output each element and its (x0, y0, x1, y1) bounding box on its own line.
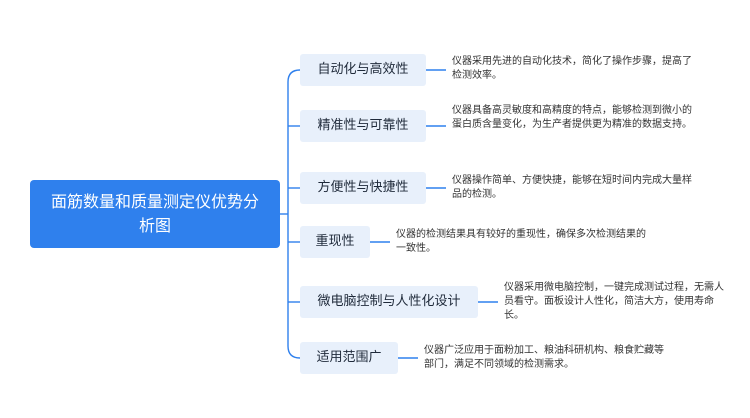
branch-microcomputer-design: 微电脑控制与人性化设计 (300, 286, 478, 318)
branch-convenience: 方便性与快捷性 (300, 172, 426, 204)
branch-convenience-description: 仪器操作简单、方便快捷，能够在短时间内完成大量样品的检测。 (452, 175, 692, 200)
branch-automation-description: 仪器采用先进的自动化技术，简化了操作步骤，提高了检测效率。 (452, 56, 692, 81)
root-node-title: 面筋数量和质量测定仪优势分析图 (30, 180, 280, 248)
branch-accuracy: 精准性与可靠性 (300, 110, 426, 142)
branch-automation: 自动化与高效性 (300, 54, 426, 86)
branch-repeatability-description: 仪器的检测结果具有较好的重现性，确保多次检测结果的一致性。 (396, 229, 646, 254)
branch-wide-application-description: 仪器广泛应用于面粉加工、粮油科研机构、粮食贮藏等部门，满足不同领域的检测需求。 (424, 345, 664, 370)
branch-accuracy-description: 仪器具备高灵敏度和高精度的特点，能够检测到微小的蛋白质含量变化，为生产者提供更为… (452, 105, 692, 130)
branch-wide-application: 适用范围广 (300, 342, 398, 374)
branch-microcomputer-design-description: 仪器采用微电脑控制，一键完成测试过程，无需人员看守。面板设计人性化，简洁大方，使… (504, 282, 724, 321)
branch-repeatability: 重现性 (300, 226, 370, 258)
